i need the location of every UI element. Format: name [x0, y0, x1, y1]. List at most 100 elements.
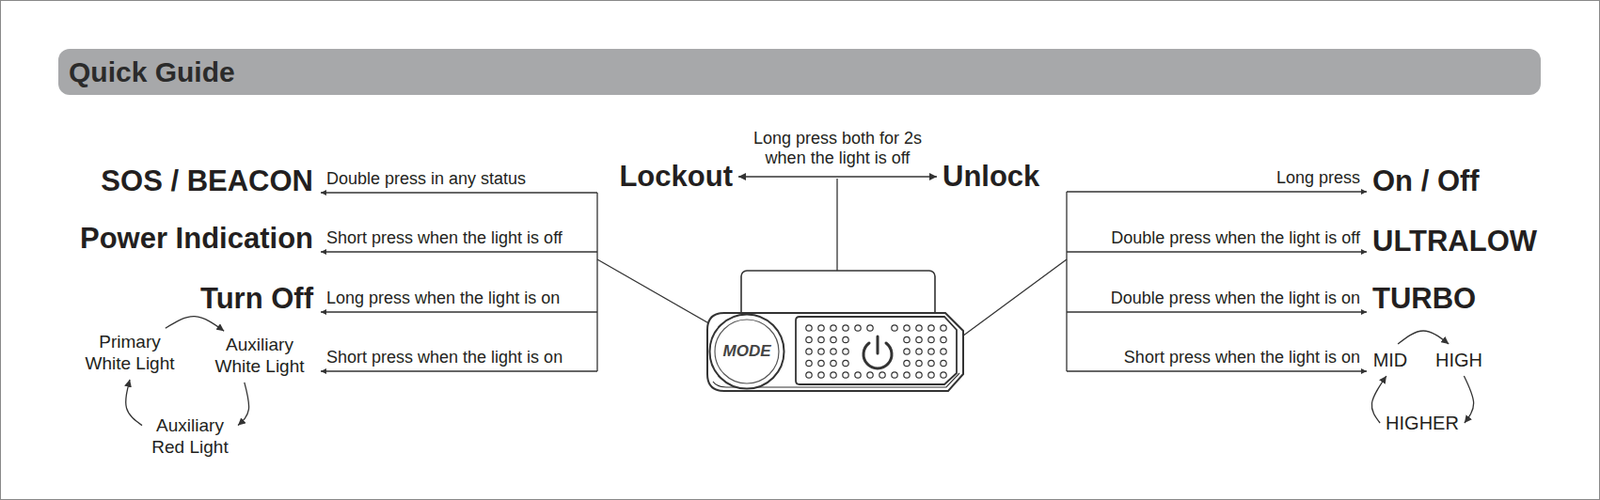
panel-dot [903, 336, 910, 343]
function-name: Power Indication [79, 221, 314, 256]
function-name: ULTRALOW [1372, 224, 1537, 259]
panel-dot [806, 325, 812, 332]
panel-dot [818, 325, 824, 332]
connector-arrow [1463, 376, 1474, 424]
light-mode: Primary White Light [79, 330, 181, 378]
node-text: Primary White Light [80, 332, 179, 376]
connector-arrow [126, 380, 143, 427]
panel-dot [928, 336, 935, 343]
panel-dot [842, 325, 849, 332]
function-name: SOS / BEACON [100, 164, 314, 199]
panel-dot [830, 336, 837, 343]
node-text: Auxiliary White Light [210, 334, 309, 379]
edge-label: Long press both for 2s when the light is… [745, 128, 931, 170]
panel-dot [940, 348, 947, 355]
panel-dot [916, 325, 922, 332]
panel-dot [842, 360, 849, 366]
panel-dot [940, 360, 947, 366]
panel-dot [928, 325, 935, 332]
panel-dot [928, 348, 935, 355]
node-text: MODE [723, 342, 772, 362]
action-note: Double press when the light is off [1110, 228, 1361, 249]
function-name: On / Off [1372, 164, 1480, 199]
leader-line [597, 259, 719, 330]
button-ring [710, 315, 785, 390]
panel-dot [842, 336, 849, 343]
right-leaders [955, 191, 1367, 372]
panel-dot [842, 348, 849, 355]
leader-line [320, 370, 598, 372]
panel-dot [903, 360, 910, 366]
panel-dot [818, 360, 824, 366]
node-text: HIGHER [1385, 411, 1459, 435]
left-leaders [320, 192, 719, 372]
panel-dot [940, 372, 947, 379]
lock-state: Lockout [617, 158, 735, 196]
leader-line [955, 259, 1067, 342]
panel-dot [818, 336, 824, 343]
power-panel [795, 316, 957, 385]
leader-line [1066, 370, 1367, 372]
panel-dot [916, 360, 922, 366]
panel-dot [818, 348, 824, 355]
action-note: Short press when the light is on [326, 348, 563, 368]
panel-dot [818, 372, 824, 379]
light-mode: Auxiliary Red Light [144, 413, 236, 461]
panel-dot [903, 325, 910, 332]
panel-dot [855, 372, 861, 379]
action-note: Short press when the light is off [326, 228, 563, 249]
action-note: Double press in any status [326, 169, 526, 190]
panel-dot [928, 360, 935, 366]
connector-arrow [1371, 376, 1387, 424]
action-note: Long press when the light is on [326, 288, 560, 309]
function-name: Turn Off [200, 282, 314, 317]
panel-dot [928, 372, 935, 379]
mode-button: MODE [708, 313, 786, 391]
action-note: Double press when the light is on [1110, 288, 1361, 309]
brightness-level: MID [1371, 347, 1410, 374]
leader-line [320, 251, 598, 253]
title-text: Quick Guide [58, 48, 1541, 96]
connector-arrow [738, 175, 937, 177]
panel-dot [830, 360, 837, 366]
leader-bracket [596, 192, 598, 372]
node-text: Unlock [942, 159, 1040, 194]
leader-bracket [1065, 191, 1067, 372]
panel-dot [916, 348, 922, 355]
connector-arrow [1397, 331, 1449, 345]
headlamp-back [741, 270, 935, 318]
power-icon-bar [876, 336, 880, 354]
panel-dot [867, 325, 873, 332]
panel-dot [842, 372, 849, 379]
headlamp-body [707, 313, 964, 392]
node-text: MID [1373, 348, 1409, 372]
brightness-level: HIGH [1433, 347, 1485, 374]
leader-line [1066, 251, 1367, 253]
node-text: Auxiliary Red Light [146, 415, 234, 460]
button-inner-ring [714, 319, 779, 384]
light-mode: Auxiliary White Light [208, 332, 311, 381]
panel-dot [891, 372, 898, 379]
leader-line [320, 311, 598, 313]
panel-dot [830, 372, 837, 379]
leader-line [836, 178, 838, 271]
headlamp-drawing [707, 270, 964, 392]
panel-dot [916, 336, 922, 343]
panel-dot [806, 348, 812, 355]
function-name: TURBO [1372, 282, 1476, 317]
leader-line [1066, 190, 1367, 192]
panel-dot [855, 325, 861, 332]
node-text: Lockout [618, 159, 733, 194]
title-bar: Quick Guide [58, 48, 1541, 96]
panel-dot [891, 325, 898, 332]
panel-dot [867, 372, 873, 379]
panel-dot [830, 348, 837, 355]
panel-dot [903, 348, 910, 355]
node-text: HIGH [1435, 348, 1483, 372]
brightness-level: HIGHER [1383, 410, 1461, 437]
panel-dot [806, 372, 812, 379]
panel-dot [830, 325, 837, 332]
panel-dots [806, 325, 947, 379]
action-note: Long press [1276, 168, 1361, 189]
